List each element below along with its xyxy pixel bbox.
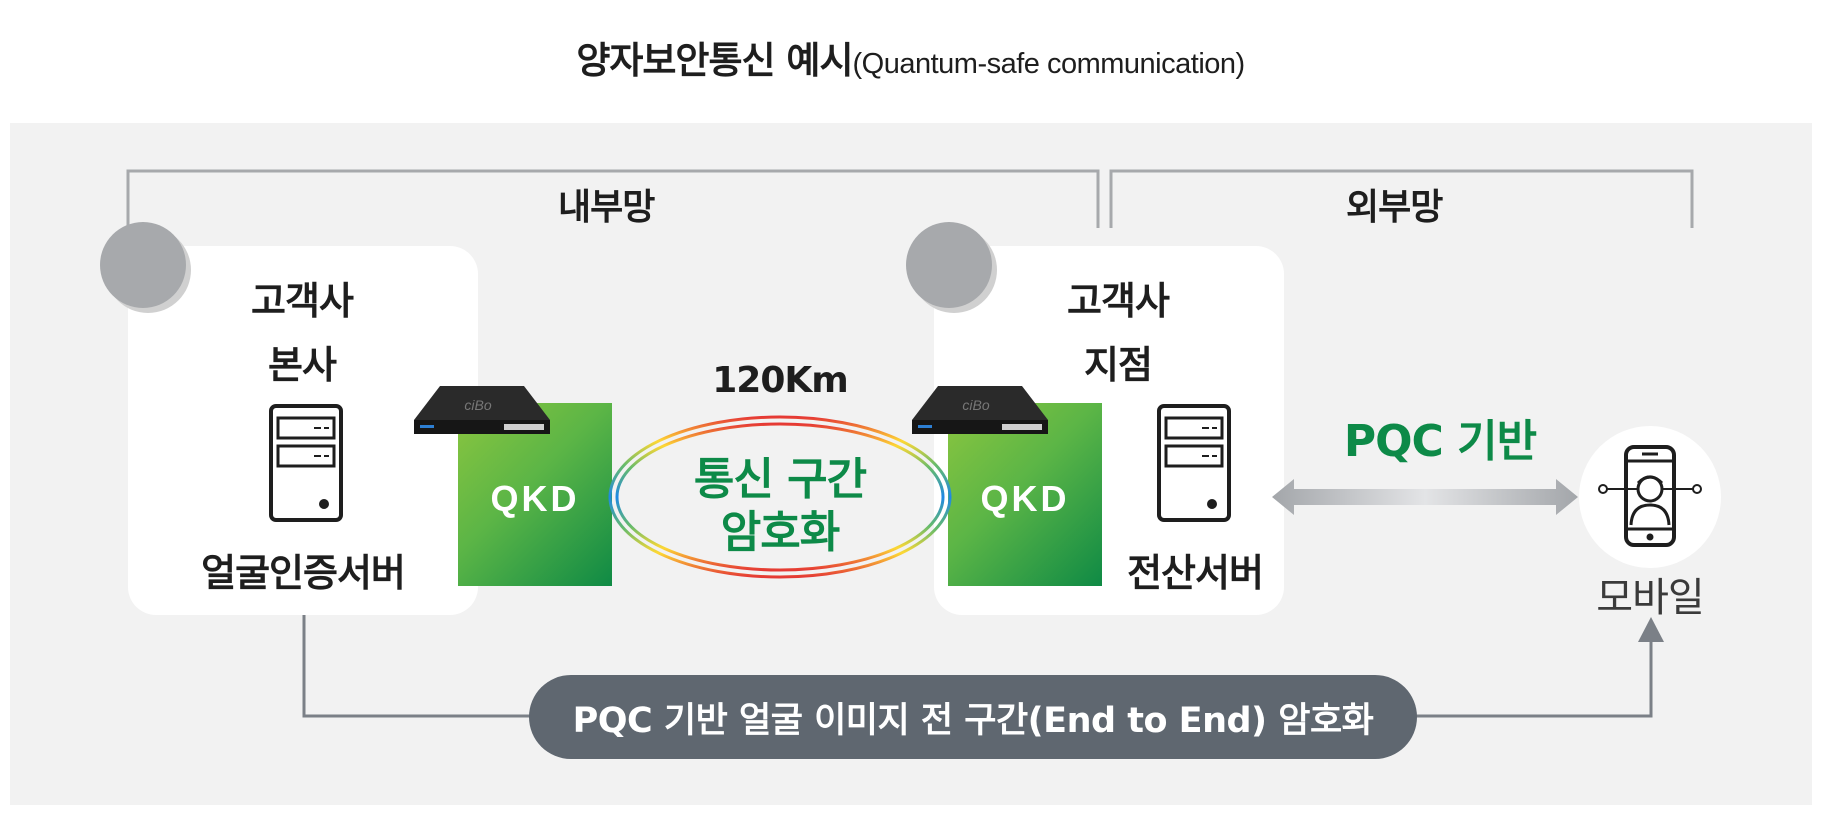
double-arrow-icon xyxy=(1272,479,1578,515)
qkd-label-left: QKD xyxy=(490,478,580,519)
hq-title: 고객사 xyxy=(251,279,354,323)
arrow-up-icon xyxy=(1638,617,1664,642)
mobile-label: 모바일 xyxy=(1596,575,1704,621)
hq-marker-circle xyxy=(100,222,186,308)
mobile-face-icon xyxy=(1598,445,1702,547)
branch-title: 고객사 xyxy=(1067,279,1170,323)
device-brand-right: ciBo xyxy=(962,397,989,413)
qkd-device-icon: ciBo xyxy=(912,386,1048,434)
qkd-device-icon: ciBo xyxy=(414,386,550,434)
title-main: 양자보안통신 예시 xyxy=(576,39,853,82)
diagram-title: 양자보안통신 예시(Quantum-safe communication) xyxy=(0,30,1821,84)
internal-network-label: 내부망 xyxy=(558,187,655,228)
quantum-link-ellipse xyxy=(608,415,952,579)
title-sub: (Quantum-safe communication) xyxy=(852,48,1246,80)
hq-subtitle: 본사 xyxy=(268,343,337,387)
link-encryption-line1: 통신 구간 xyxy=(693,454,867,505)
external-network-label: 외부망 xyxy=(1346,187,1443,228)
e2e-encryption-banner: PQC 기반 얼굴 이미지 전 구간(End to End) 암호화 xyxy=(529,675,1417,759)
qkd-label-right: QKD xyxy=(980,478,1070,519)
server-icon xyxy=(269,404,343,522)
device-brand-left: ciBo xyxy=(464,397,491,413)
pqc-label: PQC 기반 xyxy=(1343,416,1537,467)
branch-subtitle: 지점 xyxy=(1084,343,1153,387)
external-network-bracket xyxy=(1109,169,1694,228)
internal-network-bracket xyxy=(126,169,1100,228)
branch-marker-circle xyxy=(906,222,992,308)
branch-server-label: 전산서버 xyxy=(1127,551,1264,595)
server-icon xyxy=(1157,404,1231,522)
link-encryption-line2: 암호화 xyxy=(720,507,840,558)
hq-server-label: 얼굴인증서버 xyxy=(201,551,406,595)
link-distance: 120Km xyxy=(712,360,849,401)
